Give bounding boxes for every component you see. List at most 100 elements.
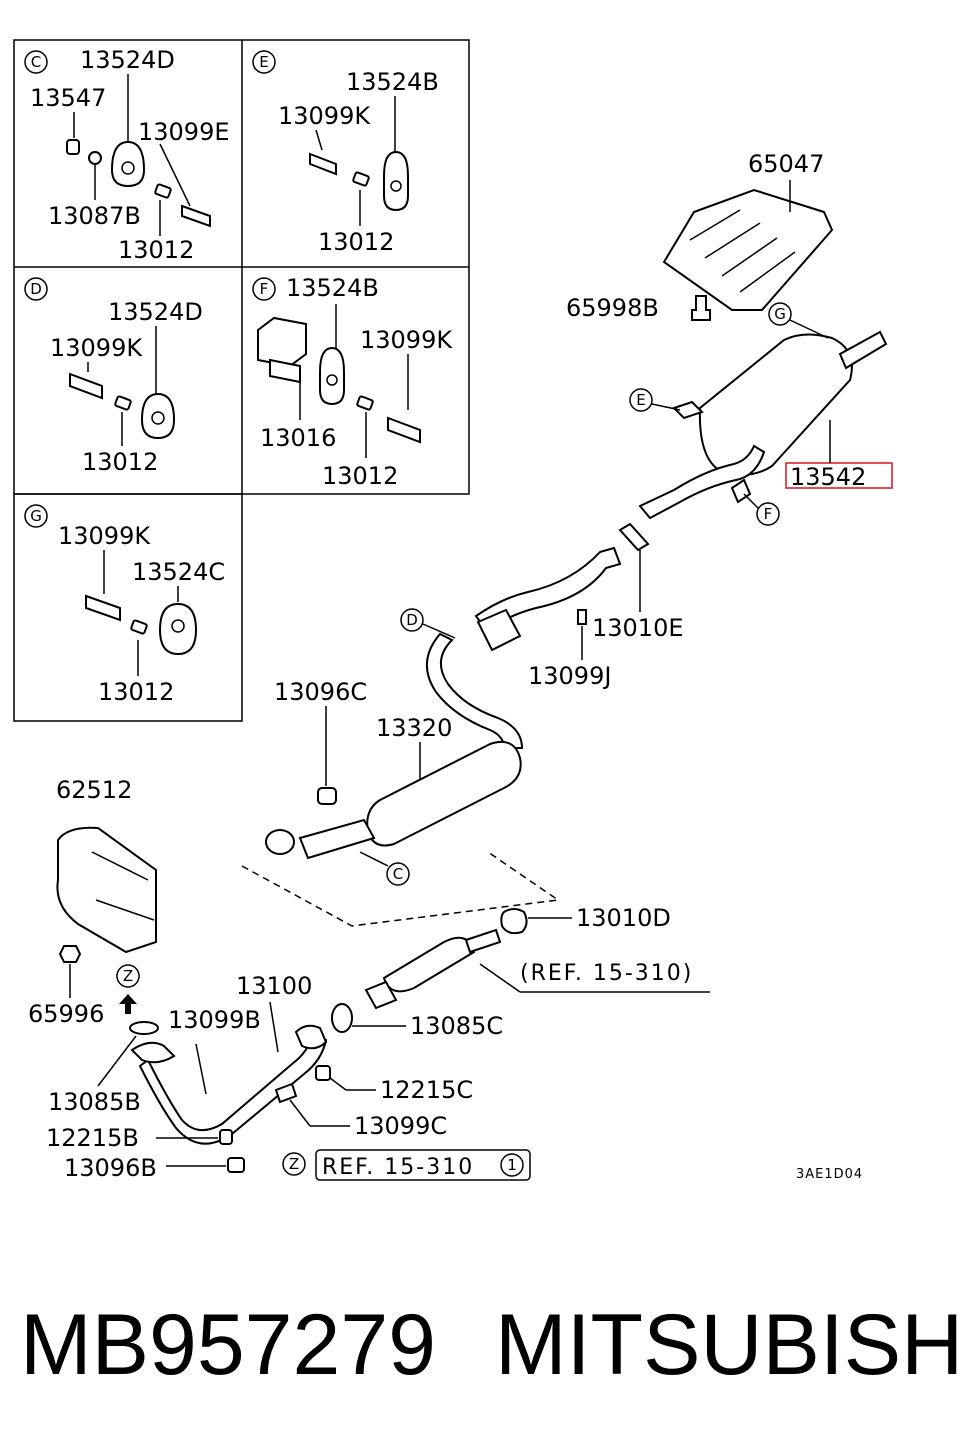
muffler-hanger-f	[730, 478, 752, 504]
gasket-13010e: 13010E	[592, 522, 684, 642]
nut-13096b: 13096B	[64, 1154, 245, 1182]
hanger-rubber-icon	[110, 140, 146, 188]
box-e-label-13524b: 13524B	[346, 68, 439, 96]
box-e-label-13099k: 13099K	[278, 102, 371, 130]
center-pipe: 13320	[265, 546, 622, 860]
collar-icon	[154, 183, 172, 199]
box-e-label-13012: 13012	[318, 228, 394, 256]
spring-12215c: 12215C	[315, 1065, 473, 1104]
callout-c: C	[359, 851, 410, 886]
label-13096b: 13096B	[64, 1154, 157, 1182]
label-13100: 13100	[236, 972, 312, 1000]
label-13099c: 13099C	[354, 1112, 447, 1140]
nut-65996: 65996	[28, 945, 104, 1028]
brand-name: MITSUBISHI	[495, 1297, 960, 1393]
box-f-label-13099k: 13099K	[360, 326, 453, 354]
callout-z-ref: Z REF. 15-310 1	[282, 1149, 531, 1181]
label-13085b: 13085B	[48, 1088, 141, 1116]
bracket-plate-icon	[269, 358, 301, 384]
callout-g: G	[768, 302, 829, 339]
bolt-icon	[387, 416, 421, 444]
detail-box-d: D 13524D 13099K 13012	[24, 277, 203, 476]
detail-boxes-frame	[13, 39, 470, 722]
box-d-letter: D	[30, 280, 42, 298]
bolt-icon	[85, 594, 121, 622]
tail-pipe	[838, 330, 888, 370]
svg-text:1: 1	[507, 1156, 517, 1174]
front-heat-shield: 62512	[56, 776, 157, 954]
label-13010e: 13010E	[592, 614, 684, 642]
center-pipe-flange-d	[476, 608, 522, 652]
front-pipe-13100: 13100	[130, 972, 328, 1145]
bolt-icon	[181, 204, 211, 228]
label-13010d: 13010D	[576, 904, 671, 932]
detail-box-f: F 13524B 13099K 13016 13012	[252, 274, 453, 490]
callout-d: D	[400, 608, 456, 639]
box-g-letter: G	[30, 507, 42, 525]
muffler-inlet-pipe	[638, 444, 766, 520]
detail-box-g: G 13099K 13524C 13012	[24, 504, 225, 706]
box-c-label-13012: 13012	[118, 236, 194, 264]
center-muffler-body	[366, 740, 522, 847]
svg-text:D: D	[406, 611, 418, 629]
label-65047: 65047	[748, 150, 824, 178]
exhaust-parts-diagram: C 13524D 13547 13099E 13087B 13012 E 135…	[13, 39, 893, 1182]
hanger-rubber-icon	[158, 602, 198, 656]
label-13099j: 13099J	[528, 662, 611, 690]
callout-e: E	[629, 388, 681, 412]
box-g-label-13012: 13012	[98, 678, 174, 706]
box-f-label-13524b: 13524B	[286, 274, 379, 302]
part-number: MB957279	[20, 1297, 436, 1393]
hanger-rubber-icon	[319, 346, 345, 406]
label-65998b: 65998B	[566, 294, 659, 322]
center-pipe-front	[298, 818, 376, 860]
label-13099b: 13099B	[168, 1006, 261, 1034]
collar-icon	[356, 395, 374, 411]
bolt-65998b: 65998B	[566, 294, 711, 322]
svg-text:Z: Z	[123, 967, 133, 985]
bracket-icon	[257, 316, 307, 368]
main-muffler: 13542	[638, 330, 893, 520]
box-f-label-13012: 13012	[322, 462, 398, 490]
box-g-label-13524c: 13524C	[132, 558, 225, 586]
label-13096c: 13096C	[274, 678, 367, 706]
box-d-label-13012: 13012	[82, 448, 158, 476]
dashed-extent	[241, 851, 561, 927]
gasket-13010d-part	[500, 908, 528, 935]
svg-text:F: F	[764, 505, 773, 523]
muffler-hanger-e	[672, 400, 704, 420]
box-d-label-13099k: 13099K	[50, 334, 143, 362]
detail-box-e: E 13524B 13099K 13012	[252, 50, 439, 256]
callout-z-arrow: Z	[116, 964, 140, 1014]
svg-text:C: C	[393, 865, 403, 883]
hanger-rubber-icon	[140, 392, 176, 440]
gasket-13085b: 13085B	[48, 1021, 159, 1116]
box-c-label-13547: 13547	[30, 84, 106, 112]
label-13320: 13320	[376, 714, 452, 742]
label-ref-z: REF. 15-310	[322, 1155, 474, 1180]
gasket-13085c: 13085C	[331, 1003, 503, 1040]
label-ref-cat: (REF. 15-310)	[520, 961, 693, 986]
box-e-letter: E	[259, 53, 268, 71]
box-c-label-13087b: 13087B	[48, 202, 141, 230]
bolt-13099b: 13099B	[168, 1006, 261, 1095]
hanger-rubber-13096c: 13096C	[274, 678, 367, 805]
rear-heat-shield: 65047	[662, 150, 834, 311]
label-65996: 65996	[28, 1000, 104, 1028]
svg-text:E: E	[636, 391, 645, 409]
bolt-13099c: 13099C	[274, 1082, 447, 1140]
collar-icon	[130, 619, 148, 635]
bolt-13099j: 13099J	[528, 609, 611, 690]
label-12215b: 12215B	[46, 1124, 139, 1152]
detail-box-c: C 13524D 13547 13099E 13087B 13012	[24, 46, 230, 264]
svg-text:G: G	[774, 305, 786, 323]
bolt-icon	[309, 152, 337, 176]
catalytic-converter: 13010D (REF. 15-310)	[364, 904, 710, 1010]
spring-12215b: 12215B	[46, 1124, 233, 1152]
box-g-label-13099k: 13099K	[58, 522, 151, 550]
footer: MB957279 MITSUBISHI	[0, 1290, 960, 1400]
bolt-icon	[69, 372, 103, 400]
box-c-letter: C	[31, 53, 41, 71]
nut-icon	[66, 139, 80, 155]
washer-icon	[88, 151, 102, 165]
